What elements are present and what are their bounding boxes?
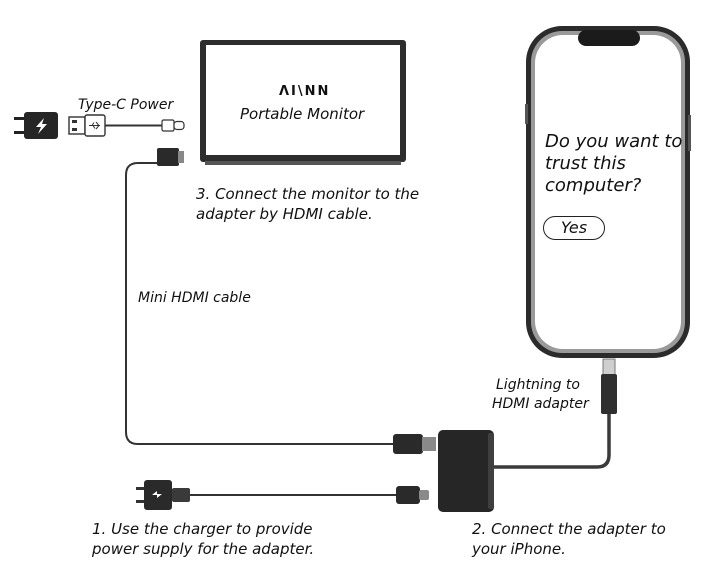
lightning-bolt-icon [36, 118, 47, 134]
monitor-subtitle: Portable Monitor [240, 105, 365, 123]
adapter-label-line1: Lightning to [496, 377, 580, 393]
step3-line1: 3. Connect the monitor to the [196, 185, 420, 203]
usb-c-plug-bottom [396, 486, 429, 504]
lightning-connector [601, 358, 617, 414]
type-c-power-label: Type-C Power [78, 97, 174, 113]
trust-question-line2: trust this [545, 153, 626, 174]
brand-logo: ΛΙ\ΝΝ [279, 84, 331, 99]
hdmi-adapter [438, 430, 494, 512]
lightning-cable [491, 414, 611, 469]
adapter-label-line2: HDMI adapter [492, 396, 589, 412]
mini-hdmi-plug-top [157, 148, 184, 166]
type-c-plug-top [161, 119, 185, 132]
usb-icon [89, 121, 100, 130]
charger [136, 480, 190, 510]
step3-line2: adapter by HDMI cable. [196, 205, 373, 223]
step1-line2: power supply for the adapter. [92, 540, 315, 558]
power-plug-icon [14, 112, 58, 139]
hdmi-plug-bottom [393, 434, 436, 454]
portable-monitor [200, 40, 406, 165]
phone-notch [578, 30, 640, 46]
step2-line1: 2. Connect the adapter to [472, 520, 666, 538]
step2-line2: your iPhone. [472, 540, 566, 558]
trust-question-line1: Do you want to [545, 131, 683, 152]
step1-line1: 1. Use the charger to provide [92, 520, 313, 538]
iphone [525, 26, 691, 358]
yes-button[interactable]: Yes [543, 216, 605, 240]
mini-hdmi-cable [125, 162, 396, 445]
lightning-bolt-icon [152, 491, 162, 498]
mini-hdmi-cable-label: Mini HDMI cable [138, 290, 251, 306]
usb-plug [68, 114, 106, 137]
trust-question-line3: computer? [545, 175, 642, 196]
